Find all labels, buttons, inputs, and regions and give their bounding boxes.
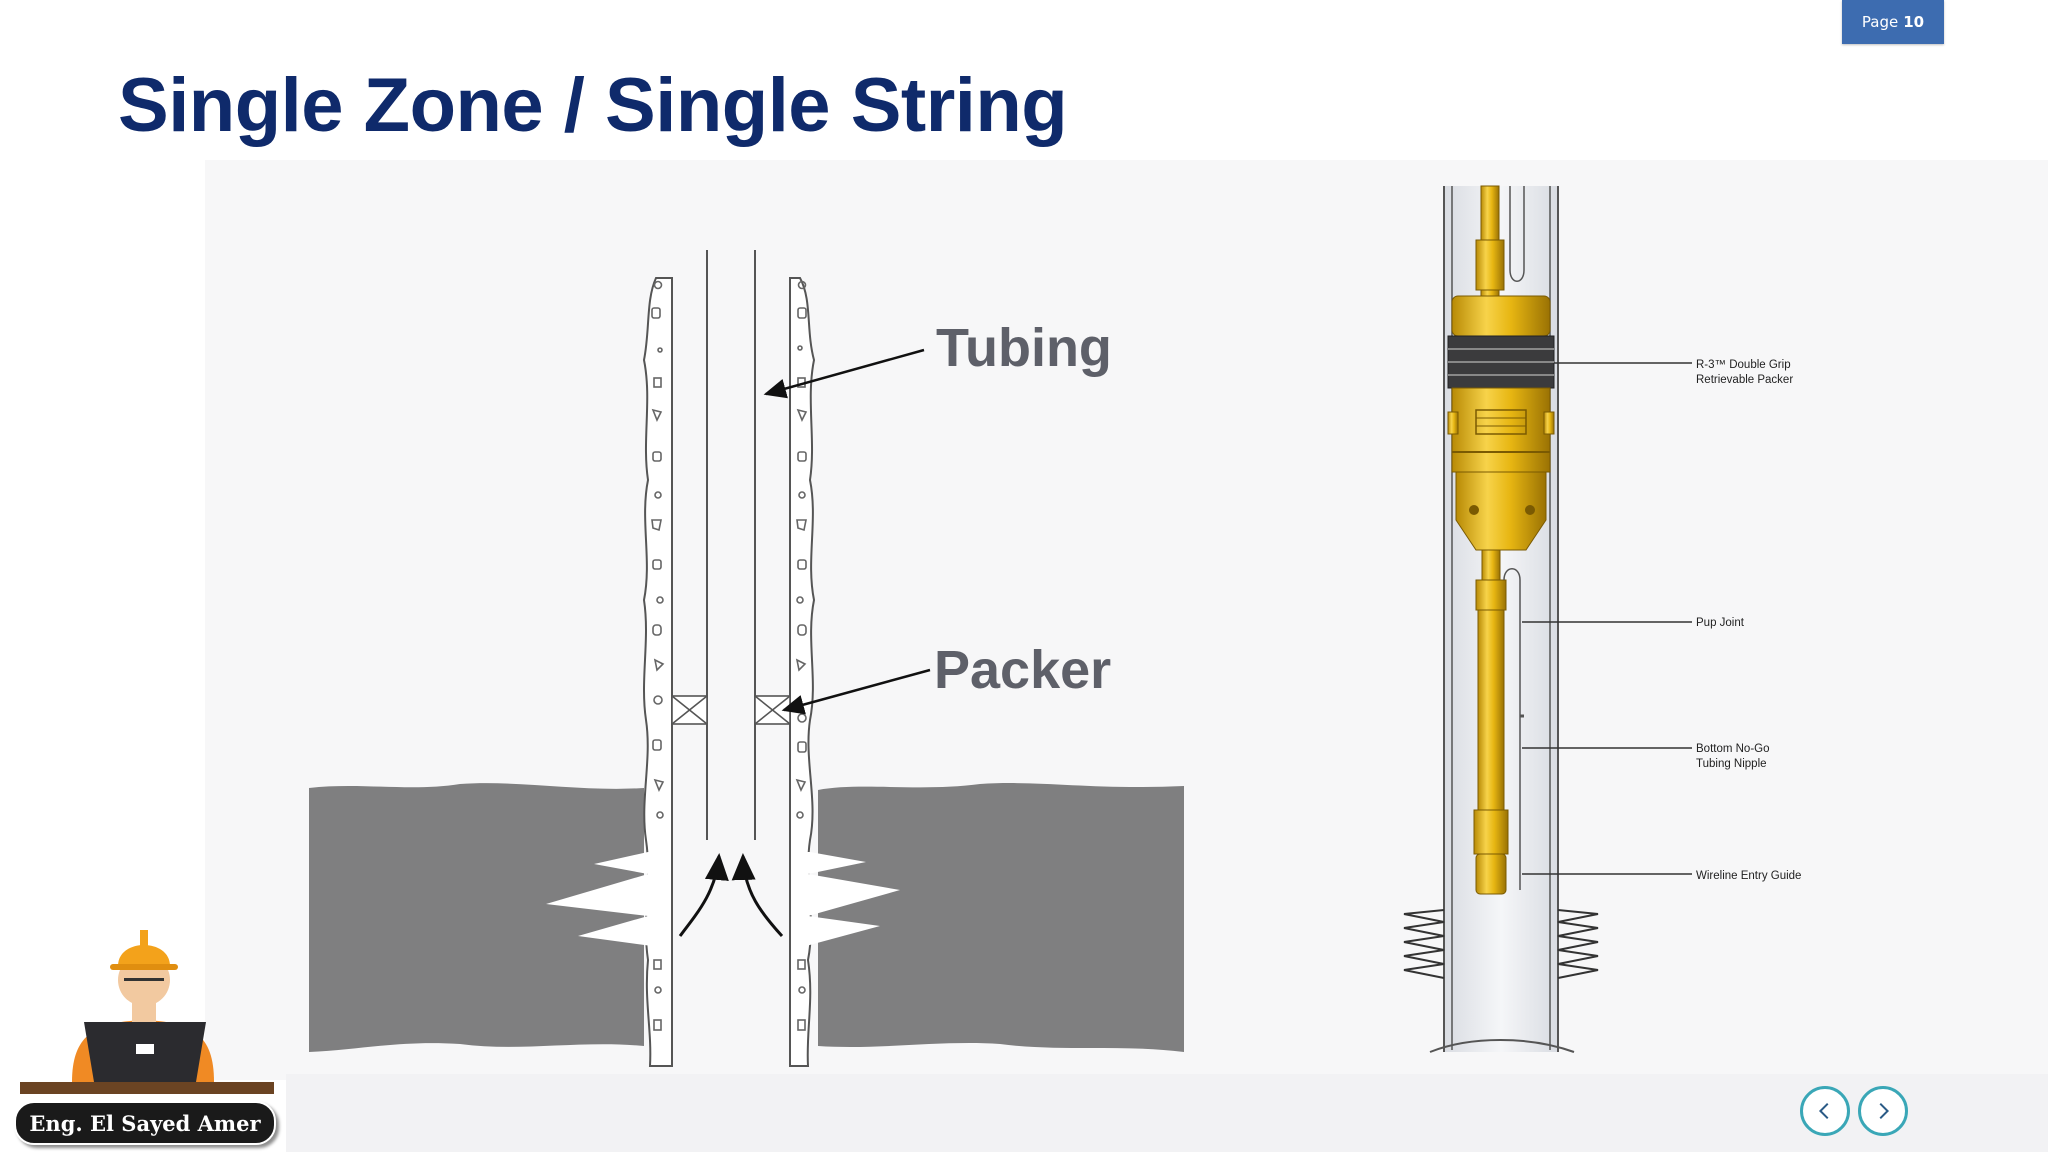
callout-packer-line1: R-3™ Double Grip — [1696, 359, 1791, 371]
page-label: Page — [1861, 13, 1899, 31]
flow-arrow-right — [731, 853, 784, 938]
wellbore-diagram: Tubing Packer — [309, 250, 1184, 1067]
tubing-callout-arrow — [763, 348, 925, 399]
next-slide-button[interactable] — [1858, 1086, 1908, 1136]
chevron-right-icon — [1879, 1102, 1890, 1120]
casing-wall-right-outer — [789, 277, 816, 1067]
author-name-tag: Eng. El Sayed Amer — [14, 1101, 276, 1145]
formation-right — [818, 783, 1184, 1052]
chevron-left-icon — [1818, 1102, 1829, 1120]
packer-callout-arrow — [781, 668, 931, 715]
formation-left — [309, 783, 644, 1052]
casing-wall-left-outer — [642, 277, 673, 1067]
packer-top-sub — [1451, 295, 1551, 337]
perforations-right — [806, 852, 900, 946]
previous-slide-button[interactable] — [1800, 1086, 1850, 1136]
packer-assembly-diagram: R-3™ Double Grip Retrievable Packer Pup … — [1403, 185, 1801, 1053]
wireline-entry-guide — [1475, 853, 1507, 895]
packer-bottom-taper — [1455, 471, 1547, 551]
footer-band — [286, 1074, 2048, 1152]
tubing-label: Tubing — [936, 318, 1112, 378]
callout-packer-line2: Retrievable Packer — [1696, 374, 1793, 386]
packer-label: Packer — [934, 640, 1111, 700]
callout-nipple-line1: Bottom No-Go — [1696, 743, 1770, 755]
slide-title: Single Zone / Single String — [118, 63, 1068, 148]
callout-nipple-line2: Tubing Nipple — [1696, 758, 1767, 770]
perforations-left — [546, 852, 652, 946]
packer-slips — [1451, 387, 1551, 473]
page-number: 10 — [1903, 13, 1925, 31]
engineer-avatar-icon — [20, 930, 274, 1094]
perforations-right-right-diagram — [1557, 909, 1599, 979]
flow-arrow-left — [678, 853, 729, 937]
cement-texture — [651, 280, 808, 1031]
packer-elements — [671, 695, 791, 725]
callout-wireline-guide: Wireline Entry Guide — [1696, 870, 1801, 882]
callout-pup-joint: Pup Joint — [1696, 617, 1745, 629]
perforations-left-right-diagram — [1403, 909, 1445, 979]
